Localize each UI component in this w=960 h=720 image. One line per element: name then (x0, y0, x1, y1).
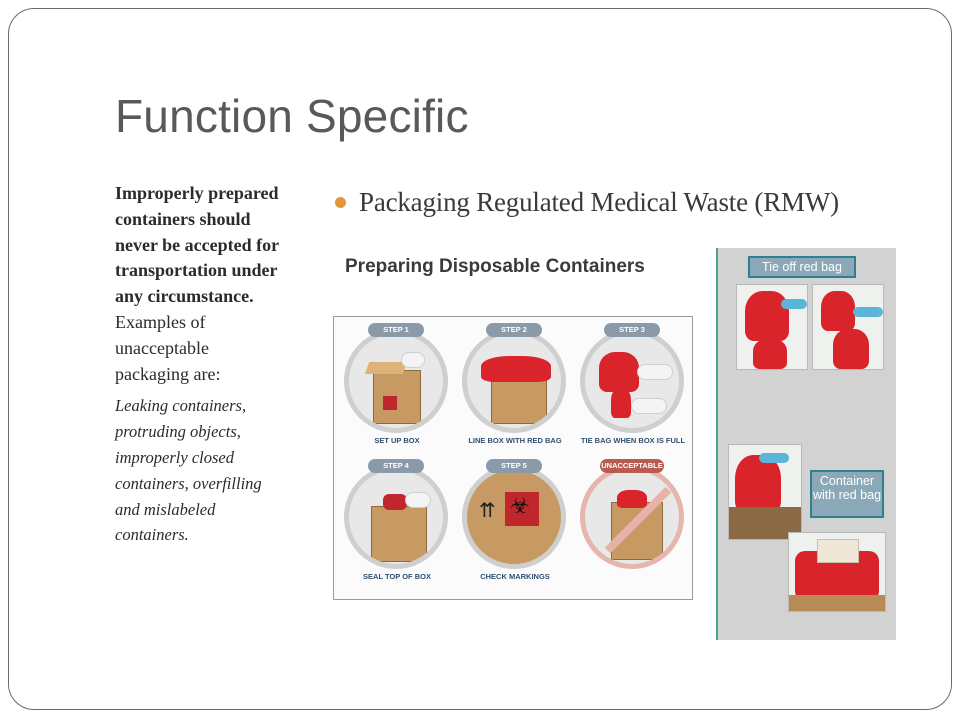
figure-red-bag-photos: Tie off red bag Container with red bag (716, 248, 896, 640)
photo-tie-bag-2 (812, 284, 884, 370)
photo-tie-bag-1 (736, 284, 808, 370)
step-tag: STEP 4 (368, 459, 424, 473)
photo-container-2 (788, 532, 886, 612)
step-2-illustration (462, 329, 566, 433)
step-1: STEP 1 SET UP BOX (338, 323, 456, 463)
step-4: STEP 4 SEAL TOP OF BOX (338, 459, 456, 599)
slide-title: Function Specific (115, 90, 469, 142)
left-paragraph: Improperly prepared containers should ne… (115, 181, 287, 387)
unacceptable-illustration (580, 465, 684, 569)
step-unacceptable: UNACCEPTABLE (574, 459, 692, 599)
left-italic-examples: Leaking containers, protruding objects, … (115, 396, 262, 545)
bullet-item: Packaging Regulated Medical Waste (RMW) (335, 185, 855, 219)
step-tag: STEP 3 (604, 323, 660, 337)
step-tag: UNACCEPTABLE (600, 459, 664, 473)
tag-container-red-bag: Container with red bag (810, 470, 884, 518)
step-tag: STEP 2 (486, 323, 542, 337)
tag-tie-off: Tie off red bag (748, 256, 856, 278)
steps-grid: STEP 1 SET UP BOX STEP 2 LINE BOX WITH R… (333, 316, 693, 600)
step-1-illustration (344, 329, 448, 433)
step-tag: STEP 5 (486, 459, 542, 473)
step-tag: STEP 1 (368, 323, 424, 337)
photo-container-1 (728, 444, 802, 540)
step-3: STEP 3 TIE BAG WHEN BOX IS FULL (574, 323, 692, 463)
step-5-illustration: ⇈ ☣ (462, 465, 566, 569)
step-caption: SET UP BOX (374, 436, 420, 445)
step-caption: CHECK MARKINGS (480, 572, 550, 581)
step-5: STEP 5 ⇈ ☣ CHECK MARKINGS (456, 459, 574, 599)
step-caption: LINE BOX WITH RED BAG (468, 436, 562, 445)
left-regular-text: Examples of unacceptable packaging are: (115, 311, 221, 384)
step-caption: TIE BAG WHEN BOX IS FULL (580, 436, 686, 445)
bullet-dot-icon (335, 197, 346, 208)
left-bold-text: Improperly prepared containers should ne… (115, 183, 279, 307)
step-caption: SEAL TOP OF BOX (363, 572, 431, 581)
step-3-illustration (580, 329, 684, 433)
bullet-text: Packaging Regulated Medical Waste (RMW) (359, 187, 839, 217)
step-4-illustration (344, 465, 448, 569)
figure-heading: Preparing Disposable Containers (345, 256, 645, 277)
left-text-column: Improperly prepared containers should ne… (115, 181, 287, 548)
figure-preparing-containers: Preparing Disposable Containers STEP 1 S… (333, 256, 703, 604)
step-2: STEP 2 LINE BOX WITH RED BAG (456, 323, 574, 463)
